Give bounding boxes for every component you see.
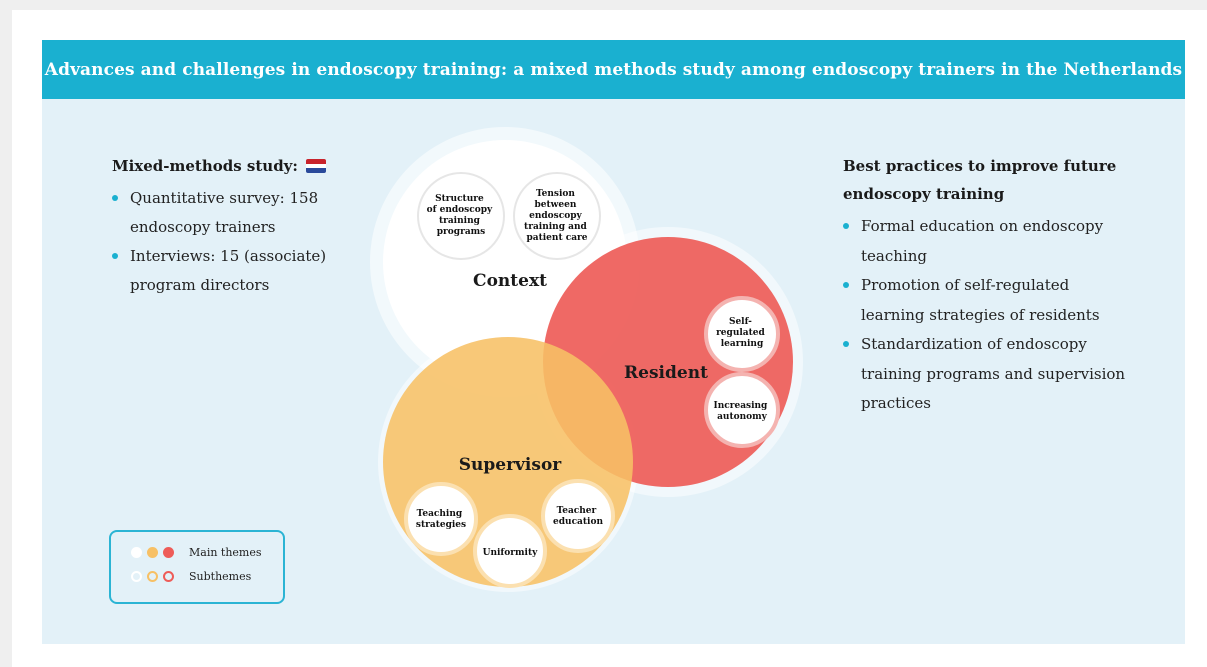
study-design-heading: Mixed-methods study: — [112, 152, 372, 180]
legend-main-label: Main themes — [189, 546, 262, 559]
legend-supervisor-dot — [147, 547, 158, 558]
list-item: Promotion of self-regulated learning str… — [843, 271, 1143, 330]
best-practices-section: Best practices to improve future endosco… — [843, 152, 1143, 419]
list-item: Interviews: 15 (associate) program direc… — [112, 242, 372, 300]
legend-subthemes: Subthemes — [131, 570, 251, 583]
list-item: Formal education on endoscopy teaching — [843, 212, 1143, 271]
best-practices-list: Formal education on endoscopy teaching P… — [843, 212, 1143, 419]
legend-resident-dot — [163, 547, 174, 558]
study-design-list: Quantitative survey: 158 endoscopy train… — [112, 184, 372, 300]
legend-context-ring — [131, 571, 142, 582]
legend-context-dot — [131, 547, 142, 558]
figure-title: Advances and challenges in endoscopy tra… — [44, 59, 1183, 80]
list-item: Quantitative survey: 158 endoscopy train… — [112, 184, 372, 242]
legend-supervisor-ring — [147, 571, 158, 582]
netherlands-flag-icon — [305, 159, 326, 173]
study-design-section: Mixed-methods study: Quantitative survey… — [112, 152, 372, 300]
legend-resident-ring — [163, 571, 174, 582]
legend-main-themes: Main themes — [131, 546, 262, 559]
title-banner: Advances and challenges in endoscopy tra… — [42, 40, 1185, 99]
best-practices-heading: Best practices to improve future endosco… — [843, 157, 1117, 203]
legend-sub-label: Subthemes — [189, 570, 252, 583]
list-item: Standardization of endoscopy training pr… — [843, 330, 1143, 419]
study-design-heading-text: Mixed-methods study: — [112, 157, 298, 175]
legend: Main themes Subthemes — [109, 530, 285, 604]
